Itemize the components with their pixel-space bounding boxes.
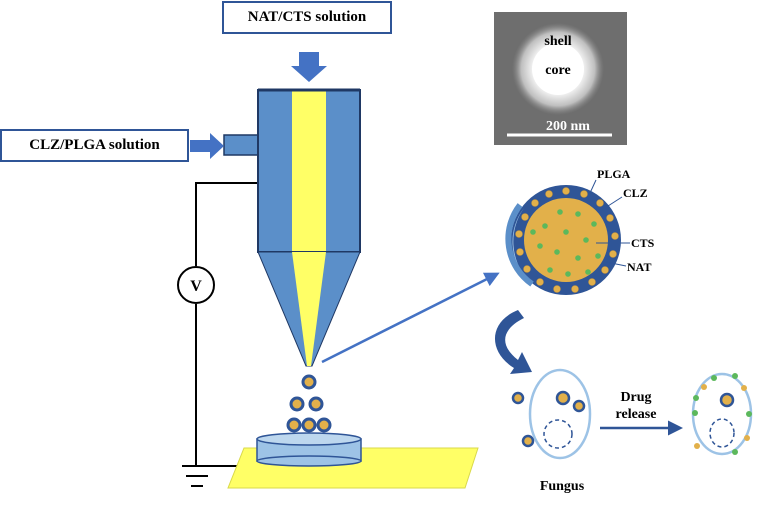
fungus-cell [511, 368, 592, 460]
circuit-wiring [182, 182, 258, 487]
nat-label: NAT [627, 260, 651, 274]
curved-arrow [494, 310, 532, 374]
coaxial-nozzle [223, 88, 361, 367]
zoom-arrow [321, 272, 500, 364]
tem-core-label: core [545, 63, 570, 78]
clz-plga-solution-box: CLZ/PLGA solution [0, 129, 189, 162]
nat-cts-solution-box: NAT/CTS solution [222, 1, 392, 34]
core-shell-particle: PLGA CLZ CTS NAT [505, 167, 655, 295]
tem-micrograph: shell core 200 nm [494, 12, 627, 145]
clz-dots [515, 187, 619, 293]
sprayed-particles [286, 374, 332, 433]
tem-shell-label: shell [544, 34, 571, 49]
tem-scale-label: 200 nm [546, 119, 590, 134]
side-inlet [223, 134, 259, 156]
plga-label: PLGA [597, 167, 631, 181]
layer-leader-lines [589, 179, 630, 267]
side-input-arrow [190, 133, 224, 159]
treated-fungus-cell [691, 372, 753, 456]
petri-dish [256, 432, 362, 467]
clz-label: CLZ [623, 186, 648, 200]
top-input-arrow [291, 52, 327, 82]
voltmeter-label: V [190, 278, 202, 295]
fungus-label: Fungus [540, 479, 585, 494]
drug-release-line2: release [616, 407, 657, 422]
nat-dots [530, 209, 601, 277]
cts-label: CTS [631, 236, 655, 250]
drug-release-line1: Drug [620, 390, 651, 405]
voltmeter: V [177, 266, 215, 304]
